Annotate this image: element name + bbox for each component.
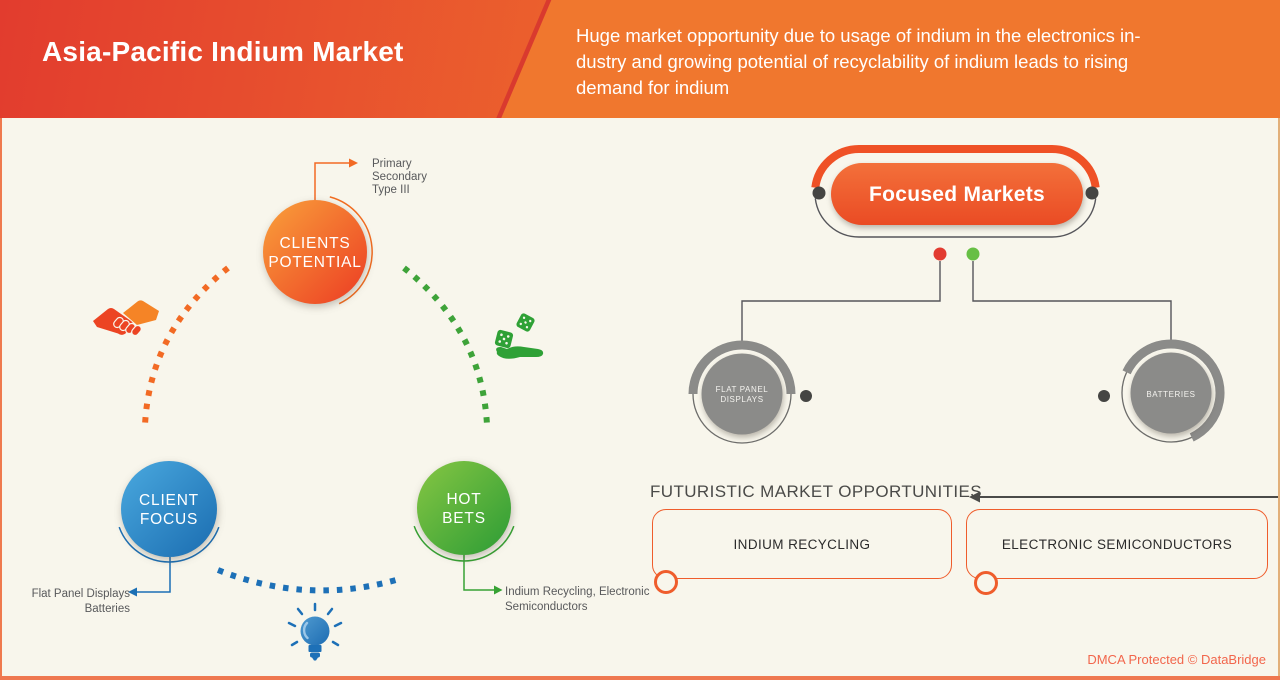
node-dot [1098, 390, 1110, 402]
flat-panel-displays-node: FLAT PANEL DISPLAYS [688, 340, 812, 444]
left-edge-border [0, 118, 2, 680]
opportunity-label: INDIUM RECYCLING [733, 536, 871, 552]
hot-bets-node: HOT BETS Indium Recycling, Electronic Se… [413, 461, 650, 613]
frame-dot-right [1085, 186, 1099, 200]
dotted-arc-green [402, 265, 490, 426]
clients-potential-label: POTENTIAL [268, 254, 361, 271]
diagram-canvas: CLIENTS POTENTIAL Primary Secondary Type… [32, 144, 1278, 661]
clients-potential-note: Primary [372, 158, 412, 170]
hot-bets-note: Indium Recycling, Electronic [505, 586, 650, 598]
frame-dot-left [812, 186, 826, 200]
client-focus-node: CLIENT FOCUS Flat Panel Displays Batteri… [32, 461, 220, 615]
opportunity-box-indium-recycling: INDIUM RECYCLING [652, 509, 952, 594]
futuristic-arrow [969, 491, 1278, 503]
client-focus-note: Batteries [85, 603, 131, 615]
hot-bets-label: HOT [446, 491, 481, 508]
futuristic-heading: FUTURISTIC MARKET OPPORTUNITIES [650, 482, 982, 501]
subtitle-line: Huge market opportunity due to usage of … [576, 25, 1141, 46]
flat-panel-displays-label: FLAT PANEL [716, 385, 769, 394]
header-banner: Asia-Pacific Indium Market Huge market o… [0, 0, 1280, 118]
opportunity-box-electronic-semiconductors: ELECTRONIC SEMICONDUCTORS [966, 509, 1268, 595]
client-focus-label: CLIENT [139, 492, 199, 509]
flat-panel-displays-label: DISPLAYS [720, 395, 763, 404]
bottom-bar [0, 676, 1280, 680]
hand-with-dice-icon [494, 313, 544, 359]
subtitle-line: demand for indium [576, 77, 730, 98]
hot-bets-label: BETS [442, 510, 486, 527]
hot-bets-note: Semiconductors [505, 601, 588, 613]
dotted-arc-blue [216, 567, 397, 594]
header-subtitle: Huge market opportunity due to usage of … [576, 23, 1141, 101]
dotted-arc-orange [142, 265, 230, 426]
opportunity-label: ELECTRONIC SEMICONDUCTORS [1001, 536, 1233, 552]
handshake-icon [93, 300, 159, 337]
client-focus-note: Flat Panel Displays [32, 588, 131, 600]
client-focus-label: FOCUS [140, 511, 198, 528]
focused-markets-group: Focused Markets [741, 144, 1172, 345]
box-corner-circle [654, 570, 678, 594]
focused-markets-title: Focused Markets [869, 183, 1045, 206]
batteries-label: BATTERIES [1146, 390, 1195, 399]
clients-potential-label: CLIENTS [279, 235, 350, 252]
branch-dot-green [966, 247, 980, 261]
node-dot [800, 390, 812, 402]
page-title: Asia-Pacific Indium Market [42, 36, 404, 67]
branch-dot-red [933, 247, 947, 261]
lightbulb-icon [287, 602, 343, 661]
batteries-node: BATTERIES [1098, 339, 1225, 443]
dmca-notice: DMCA Protected © DataBridge [1087, 652, 1266, 667]
right-edge-border [1278, 118, 1280, 680]
box-corner-circle [974, 571, 998, 595]
subtitle-line: dustry and growing potential of recyclab… [576, 51, 1129, 72]
clients-potential-note: Type III [372, 184, 410, 196]
clients-potential-node: CLIENTS POTENTIAL Primary Secondary Type… [263, 158, 427, 305]
clients-potential-note: Secondary [372, 171, 427, 183]
